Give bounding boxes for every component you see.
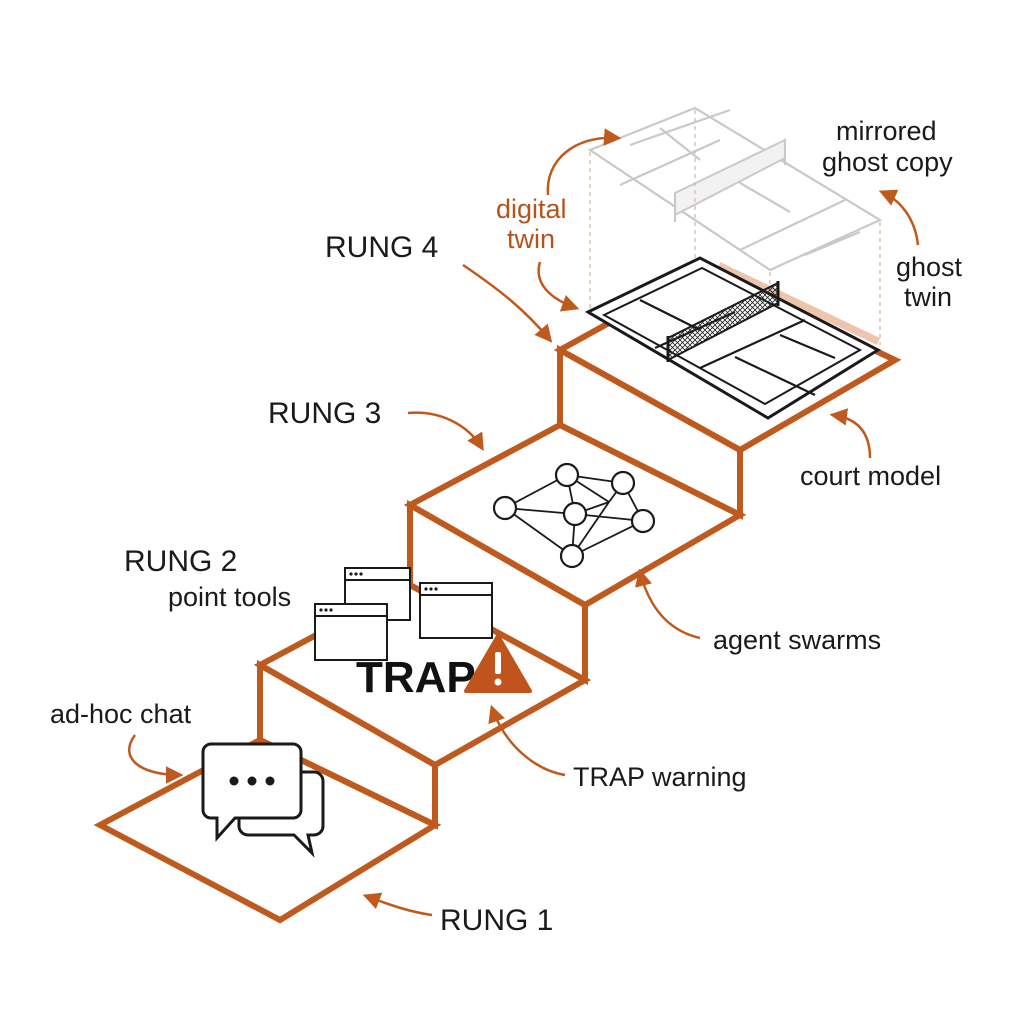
arrow-digital-twin — [537, 261, 580, 312]
arrow-court-model — [829, 408, 872, 459]
arrow-rung3 — [407, 411, 484, 451]
label-rung4: RUNG 4 — [325, 231, 438, 264]
label-court-model: court model — [800, 461, 941, 491]
step-4-riser — [557, 344, 743, 520]
label-adhoc-chat: ad-hoc chat — [50, 699, 192, 729]
arrow-digital-twin-top — [546, 128, 622, 196]
arrow-adhoc-chat — [128, 734, 184, 784]
browser-window-icon — [419, 582, 493, 639]
label-rung2: RUNG 2 — [124, 545, 237, 578]
label-trap-warning: TRAP warning — [573, 762, 747, 792]
ghost-court — [587, 106, 883, 272]
network-graph-icon — [492, 462, 656, 569]
label-point-tools: point tools — [168, 582, 291, 612]
label-agent-swarms: agent swarms — [713, 625, 881, 655]
arrow-agent-swarms — [635, 568, 701, 640]
label-mirrored-2: ghost copy — [822, 147, 953, 177]
label-ghost-twin-1: ghost — [896, 252, 963, 282]
tennis-court-icon — [584, 256, 882, 420]
arrow-rung1 — [362, 892, 433, 917]
chat-bubbles-icon — [201, 742, 325, 858]
label-digital-twin-2: twin — [507, 224, 555, 254]
arrow-rung4 — [462, 263, 553, 343]
annotation-arrows — [128, 128, 920, 917]
step-2-riser — [257, 659, 438, 830]
arrow-trap-warning — [488, 704, 566, 777]
step-3-riser — [407, 499, 588, 686]
browser-window-icons — [314, 567, 493, 661]
trap-label: TRAP — [356, 653, 476, 702]
warning-triangle-icon — [464, 634, 532, 693]
browser-window-icon — [314, 603, 388, 661]
label-rung1: RUNG 1 — [440, 904, 553, 937]
label-digital-twin-1: digital — [496, 194, 567, 224]
label-ghost-twin-2: twin — [904, 282, 952, 312]
arrow-ghost-twin — [878, 189, 920, 246]
label-rung3: RUNG 3 — [268, 397, 381, 430]
label-mirrored-1: mirrored — [836, 116, 937, 146]
